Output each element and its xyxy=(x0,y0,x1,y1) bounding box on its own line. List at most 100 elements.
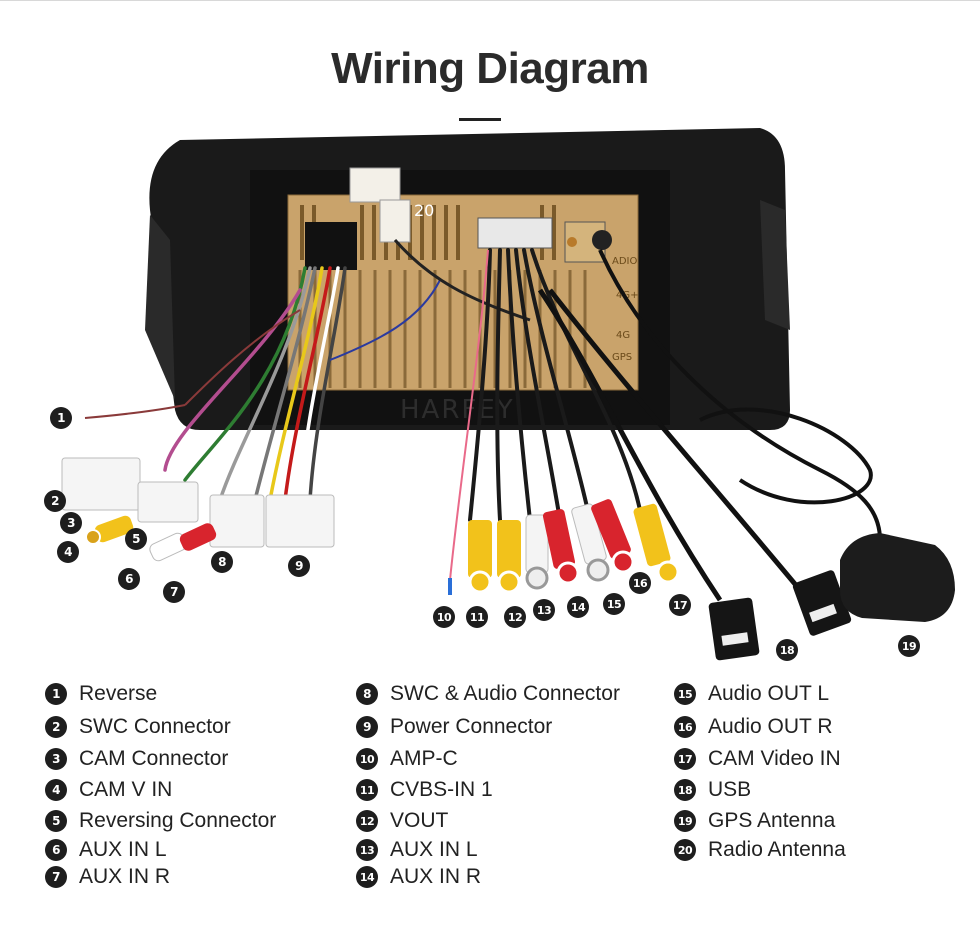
badge-17: 17 xyxy=(669,594,691,616)
badge-3: 3 xyxy=(60,512,82,534)
legend-label: Power Connector xyxy=(390,715,553,738)
wire-reverse xyxy=(84,404,186,419)
legend-badge: 6 xyxy=(45,839,67,861)
watermark-text: HARFEY xyxy=(400,395,515,425)
legend-badge: 15 xyxy=(674,683,696,705)
legend-label: AUX IN R xyxy=(79,865,171,888)
legend-label: Reverse xyxy=(79,682,158,705)
legend-item-4: 4 CAM V IN xyxy=(45,777,172,803)
badge-11: 11 xyxy=(466,606,488,628)
gps-jack xyxy=(567,237,577,247)
legend-label: Reversing Connector xyxy=(79,809,277,832)
gps-antenna-puck xyxy=(840,533,955,622)
head-unit-illustration: ADIO 4G+ 4G GPS HARFEY xyxy=(61,128,955,661)
legend-item-6: 6 AUX IN L xyxy=(45,837,167,863)
legend-badge: 7 xyxy=(45,866,67,888)
wire-gps xyxy=(598,249,882,541)
legend-label: AUX IN L xyxy=(79,838,167,861)
legend-item-2: 2 SWC Connector xyxy=(45,714,231,740)
wire-amp-c xyxy=(449,249,489,581)
port-label-4g-plus: 4G+ xyxy=(616,290,639,301)
legend-item-7: 7 AUX IN R xyxy=(45,864,170,890)
legend-badge: 12 xyxy=(356,810,378,832)
radio-antenna-jack xyxy=(592,230,612,250)
legend-item-14: 14 AUX IN R xyxy=(356,864,481,890)
legend-item-17: 17 CAM Video IN xyxy=(674,746,841,772)
badge-10: 10 xyxy=(433,606,455,628)
legend-badge: 8 xyxy=(356,683,378,705)
housing-side-left xyxy=(145,215,175,400)
legend-badge: 19 xyxy=(674,810,696,832)
legend-label: SWC Connector xyxy=(79,715,231,738)
rca-plugs-center xyxy=(468,499,680,594)
legend-label: USB xyxy=(708,778,752,801)
legend-badge: 13 xyxy=(356,839,378,861)
legend-badge: 4 xyxy=(45,779,67,801)
wire-usb-b xyxy=(548,288,802,592)
swc-audio-connector xyxy=(209,494,265,548)
swc-connector xyxy=(61,457,141,511)
radio-antenna-plug xyxy=(349,167,401,203)
cam-connector xyxy=(137,481,199,523)
main-harness-socket xyxy=(305,222,357,270)
wire-gps-coil xyxy=(699,407,873,505)
legend-badge: 9 xyxy=(356,716,378,738)
badge-13: 13 xyxy=(533,599,555,621)
legend-item-3: 3 CAM Connector xyxy=(45,746,228,772)
badge-7: 7 xyxy=(163,581,185,603)
legend-badge: 5 xyxy=(45,810,67,832)
legend-label: CAM Video IN xyxy=(708,747,841,770)
legend-badge: 2 xyxy=(45,716,67,738)
badge-15: 15 xyxy=(603,593,625,615)
badge-16: 16 xyxy=(629,572,651,594)
badge-20: 20 xyxy=(414,201,435,220)
wire-reverse-lead xyxy=(184,309,301,406)
legend-item-16: 16 Audio OUT R xyxy=(674,714,833,740)
port-label-4g: 4G xyxy=(616,330,630,341)
legend-label: CVBS-IN 1 xyxy=(390,778,493,801)
legend-item-9: 9 Power Connector xyxy=(356,714,552,740)
legend-badge: 11 xyxy=(356,779,378,801)
legend-badge: 17 xyxy=(674,748,696,770)
legend-badge: 1 xyxy=(45,683,67,705)
badge-2: 2 xyxy=(44,490,66,512)
legend-label: Radio Antenna xyxy=(708,838,846,861)
legend-item-11: 11 CVBS-IN 1 xyxy=(356,777,493,803)
badge-14: 14 xyxy=(567,596,589,618)
badge-4: 4 xyxy=(57,541,79,563)
legend-badge: 3 xyxy=(45,748,67,770)
badge-18: 18 xyxy=(776,639,798,661)
wire-blue xyxy=(329,279,441,361)
badge-1: 1 xyxy=(50,407,72,429)
center-socket xyxy=(477,217,553,249)
badge-8: 8 xyxy=(211,551,233,573)
badge-6: 6 xyxy=(118,568,140,590)
legend-item-15: 15 Audio OUT L xyxy=(674,681,829,707)
legend-label: CAM V IN xyxy=(79,778,173,801)
legend-label: CAM Connector xyxy=(79,747,229,770)
port-label-gps: GPS xyxy=(612,352,632,363)
legend-item-1: 1 Reverse xyxy=(45,681,157,707)
title-underline xyxy=(459,118,501,121)
badge-12: 12 xyxy=(504,606,526,628)
cam-rca-tip xyxy=(85,529,101,545)
legend-item-19: 19 GPS Antenna xyxy=(674,808,835,834)
badge-19: 19 xyxy=(898,635,920,657)
legend-label: GPS Antenna xyxy=(708,809,836,832)
legend-badge: 16 xyxy=(674,716,696,738)
legend-badge: 14 xyxy=(356,866,378,888)
legend-label: AMP-C xyxy=(390,747,458,770)
cam-rca-yellow xyxy=(94,515,134,543)
badge-5: 5 xyxy=(125,528,147,550)
wire-usb-a xyxy=(537,288,723,602)
legend-item-5: 5 Reversing Connector xyxy=(45,808,276,834)
legend-label: Audio OUT L xyxy=(708,682,830,705)
legend-label: Audio OUT R xyxy=(708,715,833,738)
legend-label: AUX IN R xyxy=(390,865,482,888)
